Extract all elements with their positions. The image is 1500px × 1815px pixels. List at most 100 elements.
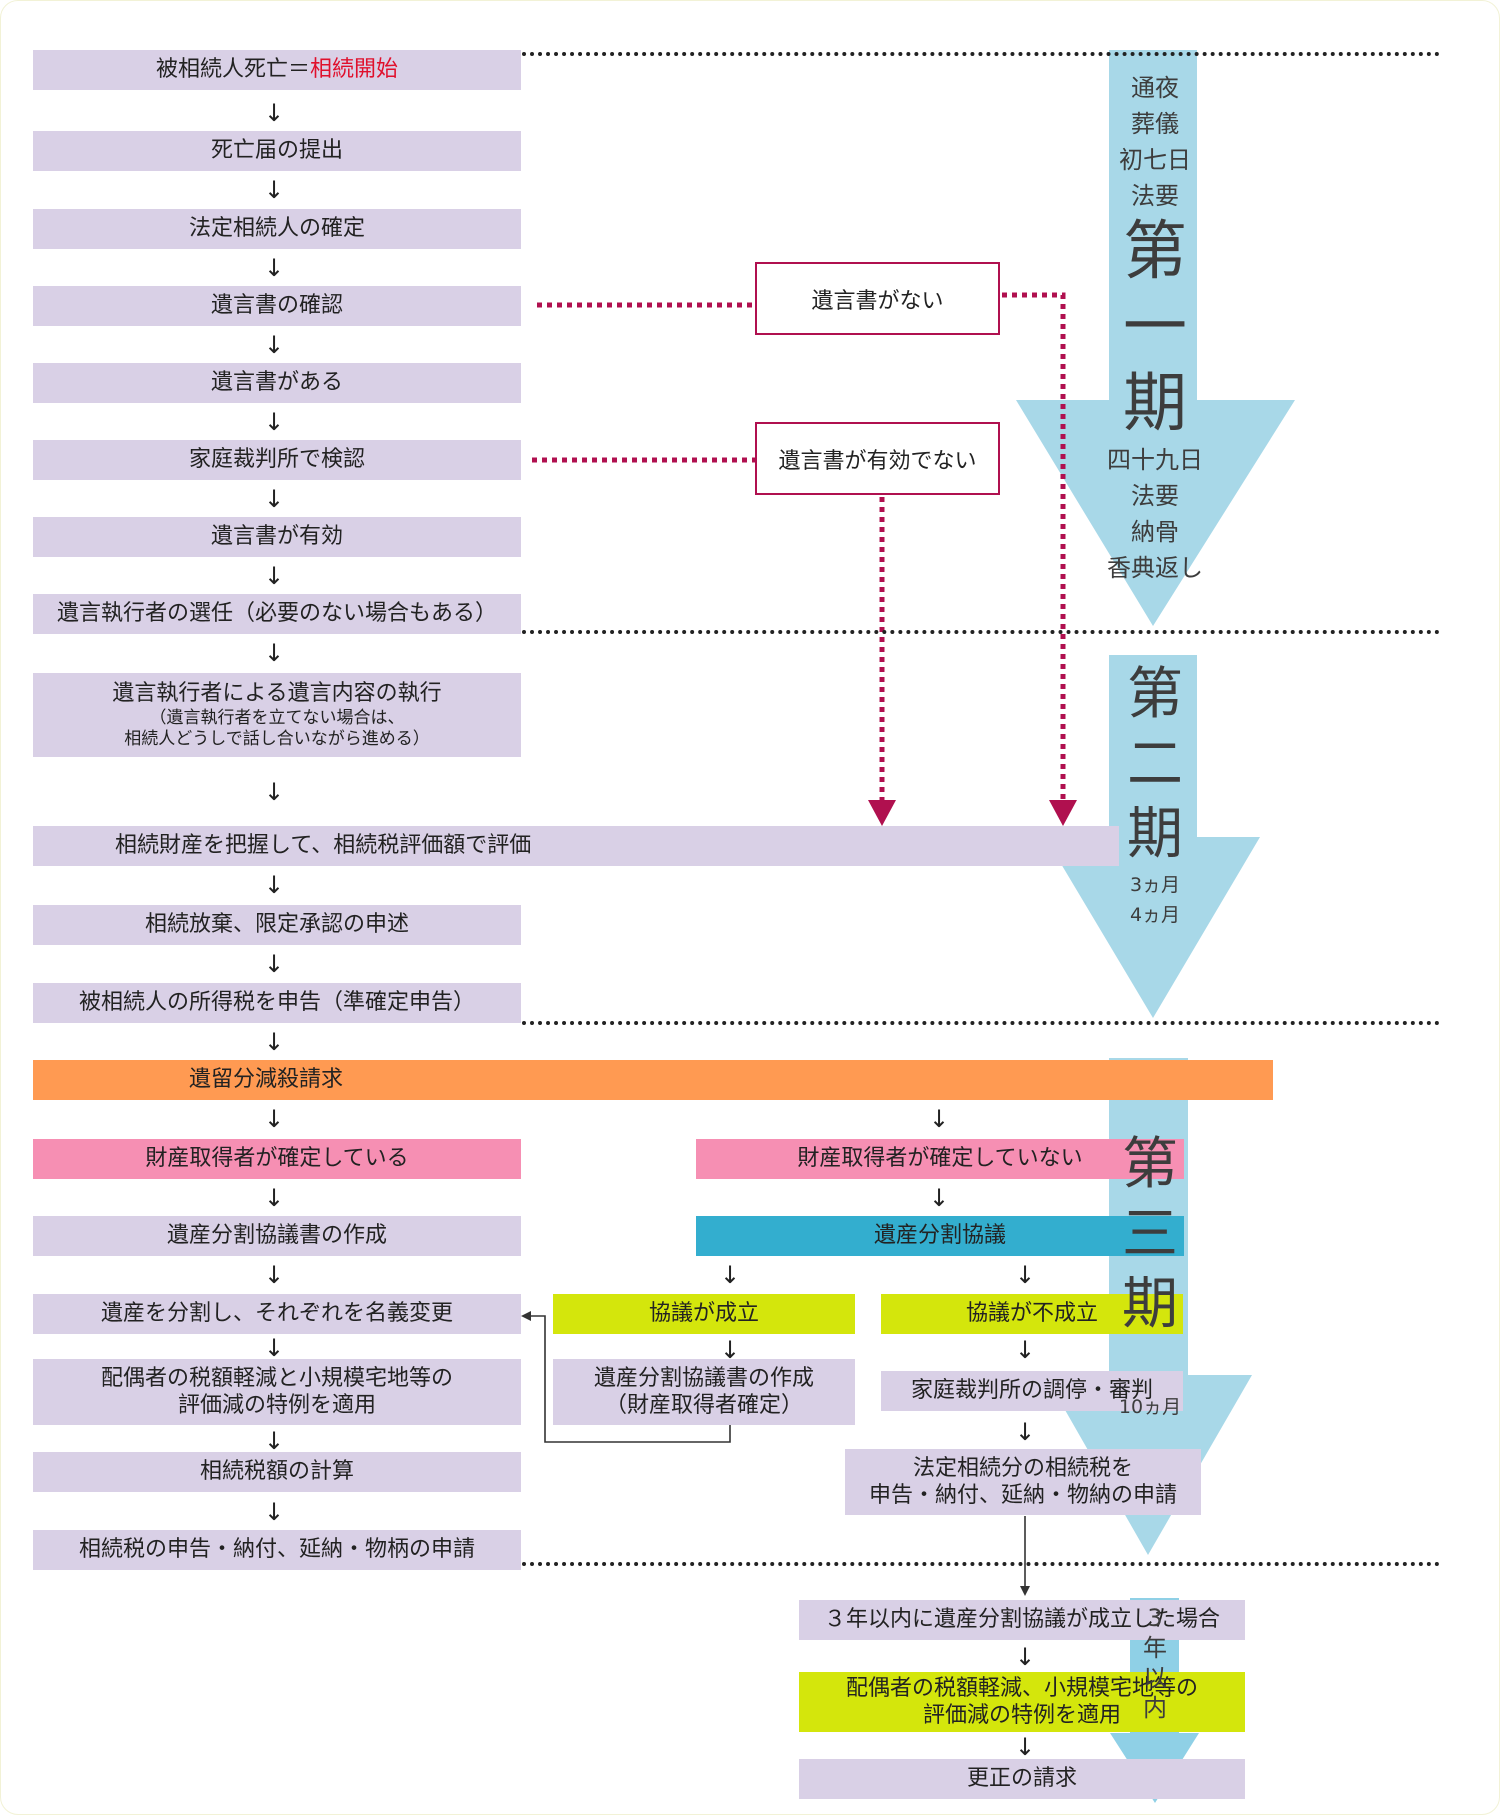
left-special-rules: 配偶者の税額軽減と小規模宅地等の 評価減の特例を適用	[33, 1359, 521, 1425]
step-will-exists: 遺言書がある	[33, 363, 521, 403]
phase2-bottom-1: 3ヵ月	[1129, 874, 1181, 896]
phase4-1: 3	[1147, 1604, 1163, 1632]
phase1-top-3: 初七日	[1119, 146, 1191, 174]
arrow-11: ↓	[263, 950, 285, 978]
arrow-left-4: ↓	[263, 1427, 285, 1455]
arrow-5: ↓	[263, 408, 285, 436]
left-special-rules-2: 評価減の特例を適用	[177, 1393, 376, 1418]
arrow-7: ↓	[263, 562, 285, 590]
arrow-final-1: ↓	[1014, 1643, 1036, 1671]
arrow-left-3: ↓	[263, 1334, 285, 1362]
arrow-2: ↓	[263, 176, 285, 204]
agree-box: 協議が成立	[553, 1294, 855, 1334]
phase1-bottom-3: 納骨	[1131, 518, 1179, 546]
phase1-big-3: 期	[1123, 367, 1187, 441]
arrow-agree: ↓	[719, 1336, 741, 1364]
phase3-big-1: 第	[1122, 1132, 1178, 1197]
agree-doc-box: 遺産分割協議書の作成 （財産取得者確定）	[553, 1359, 855, 1425]
invalid-will-arrowhead	[868, 800, 896, 826]
final-special-rules-2: 評価減の特例を適用	[922, 1703, 1121, 1728]
legal-share-2: 申告・納付、延納・物納の申請	[868, 1483, 1177, 1508]
left-owner-determined: 財産取得者が確定している	[33, 1139, 521, 1179]
phase-separator-2	[522, 630, 1440, 634]
left-tax-filing: 相続税の申告・納付、延納・物柄の申請	[33, 1530, 521, 1570]
step-probate: 家庭裁判所で検認	[33, 440, 521, 480]
arrow-10: ↓	[263, 871, 285, 899]
agree-doc-1: 遺産分割協議書の作成	[593, 1365, 814, 1391]
arrow-left-5: ↓	[263, 1498, 285, 1526]
arrow-left-2: ↓	[263, 1261, 285, 1289]
executor-note-1: （遺言執行者を立てない場合は、	[149, 707, 405, 728]
phase1-bottom-4: 香典返し	[1107, 554, 1203, 582]
return-arrowhead	[521, 1311, 531, 1321]
no-will-down-line	[1002, 292, 1066, 800]
arrow-1: ↓	[263, 99, 285, 127]
phase1-top-1: 通夜	[1131, 74, 1179, 102]
phase4-label: 3 年 以 内	[1125, 1603, 1185, 1723]
step-death: 被相続人死亡＝相続開始	[33, 50, 521, 90]
step-valuation: 相続財産を把握して、相続税評価額で評価	[33, 826, 1119, 866]
step-income-tax: 被相続人の所得税を申告（準確定申告）	[33, 983, 521, 1023]
final-special-rules-1: 配偶者の税額軽減、小規模宅地等の	[845, 1675, 1198, 1701]
arrow-final-2: ↓	[1014, 1733, 1036, 1761]
phase4-4: 内	[1143, 1694, 1167, 1722]
phase1-arrow	[1016, 50, 1295, 626]
return-connector	[530, 1315, 731, 1443]
final-correction-request: 更正の請求	[799, 1759, 1245, 1799]
step-executor-execute: 遺言執行者による遺言内容の執行 （遺言執行者を立てない場合は、 相続人どうしで話…	[33, 673, 521, 757]
arrow-right-agree: ↓	[719, 1261, 741, 1289]
phase1-top-4: 法要	[1131, 182, 1179, 210]
step-death-prefix: 被相続人死亡＝	[155, 57, 310, 83]
phase3-bottom-1: 10ヵ月	[1118, 1396, 1182, 1418]
phase4-2: 年	[1143, 1634, 1167, 1662]
step-heirs: 法定相続人の確定	[33, 209, 521, 249]
final-within-3-years: ３年以内に遺産分割協議が成立した場合	[799, 1600, 1245, 1640]
phase-separator-4	[522, 1562, 1440, 1566]
phase2-big-2: 二	[1127, 732, 1183, 797]
final-special-rules: 配偶者の税額軽減、小規模宅地等の 評価減の特例を適用	[799, 1672, 1245, 1732]
left-special-rules-1: 配偶者の税額軽減と小規模宅地等の	[100, 1365, 453, 1391]
no-will-box: 遺言書がない	[755, 262, 1000, 335]
phase1-top-2: 葬儀	[1131, 110, 1179, 138]
arrow-left-1: ↓	[263, 1184, 285, 1212]
arrow-9: ↓	[263, 778, 285, 806]
executor-title: 遺言執行者による遺言内容の執行	[112, 681, 442, 706]
phase2-bottom-2: 4ヵ月	[1129, 904, 1181, 926]
phase3-label: 第 三 期 10ヵ月	[1090, 1130, 1210, 1422]
arrow-disagree: ↓	[1014, 1336, 1036, 1364]
arrow-13-right: ↓	[928, 1105, 950, 1133]
phase4-3: 以	[1143, 1664, 1167, 1692]
phase1-bottom-1: 四十九日	[1107, 446, 1203, 474]
arrow-3: ↓	[263, 254, 285, 282]
right-owner-undetermined: 財産取得者が確定していない	[696, 1139, 1184, 1179]
step-executor-appoint: 遺言執行者の選任（必要のない場合もある）	[33, 594, 521, 634]
phase3-big-3: 期	[1122, 1272, 1178, 1337]
step-death-highlight: 相続開始	[310, 57, 399, 83]
step-renounce: 相続放棄、限定承認の申述	[33, 905, 521, 945]
arrow-13-left: ↓	[263, 1105, 285, 1133]
arrow-court: ↓	[1014, 1418, 1036, 1446]
phase2-label: 第 二 期 3ヵ月 4ヵ月	[1095, 660, 1215, 930]
arrow-4: ↓	[263, 331, 285, 359]
phase2-big-1: 第	[1127, 662, 1183, 727]
step-reserved-share: 遺留分減殺請求	[33, 1060, 1273, 1100]
arrow-right-1: ↓	[928, 1184, 950, 1212]
no-will-arrowhead	[1049, 800, 1077, 826]
left-divide-transfer: 遺産を分割し、それぞれを名義変更	[33, 1294, 521, 1334]
agree-doc-2: （財産取得者確定）	[604, 1393, 803, 1418]
phase-separator-1	[522, 52, 1440, 56]
disagree-box: 協議が不成立	[881, 1294, 1183, 1334]
executor-note-2: 相続人どうしで話し合いながら進める）	[124, 728, 430, 749]
phase3-big-2: 三	[1122, 1202, 1178, 1267]
arrow-8: ↓	[263, 639, 285, 667]
step-will-valid: 遺言書が有効	[33, 517, 521, 557]
phase2-arrow	[1045, 655, 1260, 1018]
right-division-talks: 遺産分割協議	[696, 1216, 1184, 1256]
invalid-will-box: 遺言書が有効でない	[755, 422, 1000, 495]
legal-share-1: 法定相続分の相続税を	[912, 1455, 1133, 1481]
arrow-right-disagree: ↓	[1014, 1261, 1036, 1289]
arrow-12: ↓	[263, 1028, 285, 1056]
left-agreement-doc: 遺産分割協議書の作成	[33, 1216, 521, 1256]
legal-share-box: 法定相続分の相続税を 申告・納付、延納・物納の申請	[845, 1449, 1201, 1515]
court-box: 家庭裁判所の調停・審判	[881, 1371, 1183, 1411]
